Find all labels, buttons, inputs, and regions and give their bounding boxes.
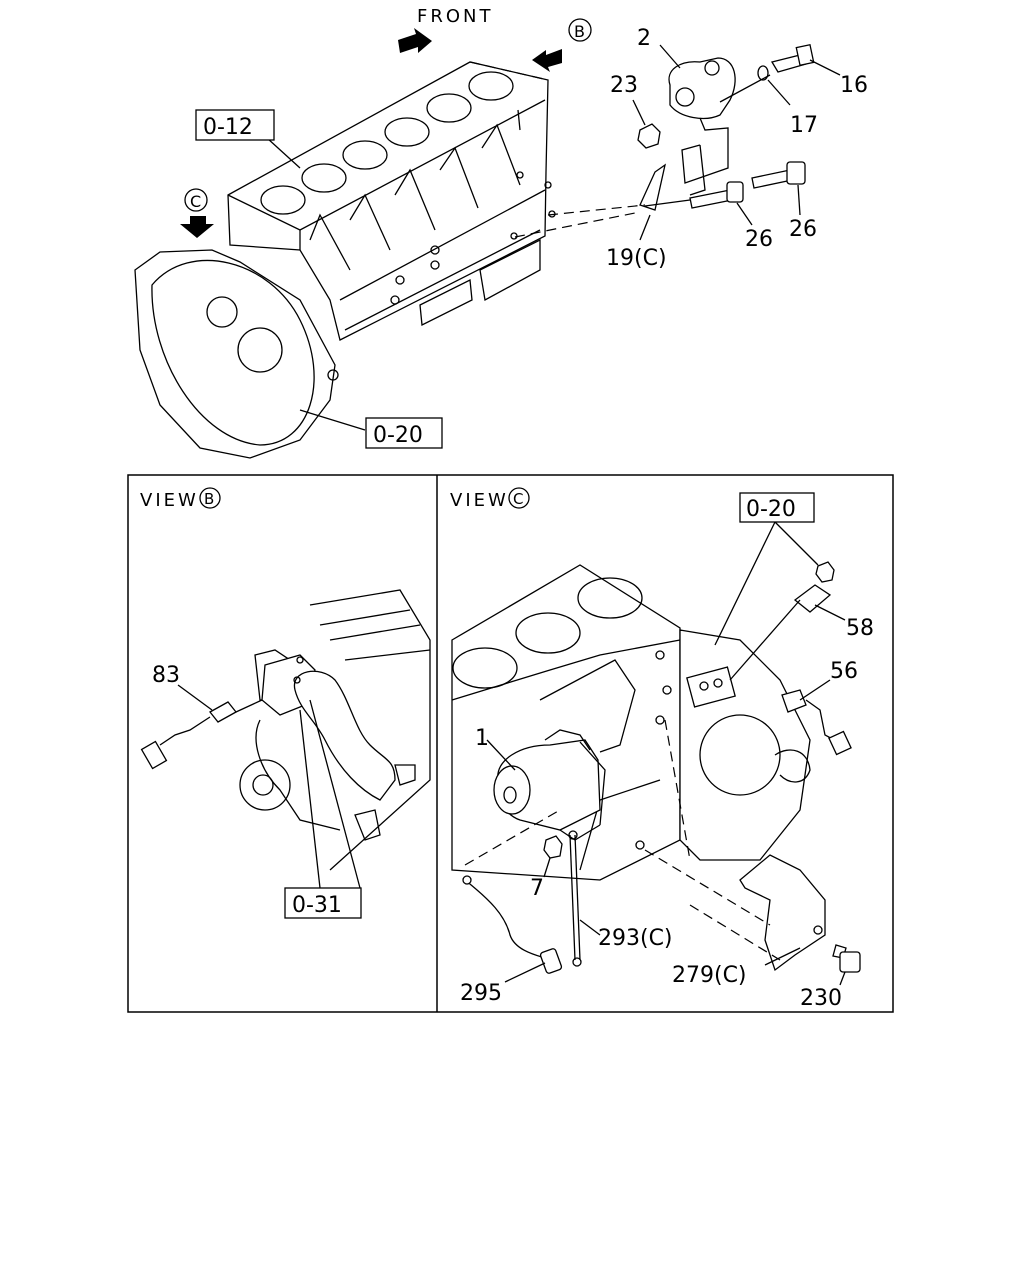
ref-box-block: 0-12	[195, 109, 275, 141]
view-c-panel: VIEW C	[450, 487, 874, 1011]
view-c-arrow-icon	[180, 216, 214, 238]
view-c-title-marker: C	[508, 487, 530, 509]
cable-295	[462, 875, 563, 974]
nut-7	[543, 835, 563, 859]
callout-26-upper: 26	[789, 217, 817, 242]
view-b-marker-letter: B	[574, 22, 585, 41]
view-b-arrow-icon	[532, 49, 562, 72]
ref-box-flywheel-housing-top: 0-20	[365, 417, 443, 449]
ref-box-flywheel-housing-c-text: 0-20	[746, 497, 796, 522]
nut-0-20	[815, 561, 835, 583]
view-c-marker: C	[184, 188, 208, 212]
ref-box-flywheel-housing-c: 0-20	[739, 492, 815, 523]
callout-279c: 279(C)	[672, 963, 747, 988]
bolt-16	[770, 43, 815, 73]
callout-19c: 19(C)	[606, 246, 667, 271]
callout-2: 2	[637, 26, 651, 51]
sensor-83	[140, 699, 263, 770]
view-b-title-marker-letter: B	[204, 490, 214, 508]
callout-295: 295	[460, 981, 502, 1006]
top-view: FRONT B C	[134, 6, 868, 459]
front-arrow-icon	[398, 28, 432, 53]
front-label: FRONT	[417, 6, 494, 27]
flywheel-housing	[134, 249, 339, 459]
callout-26-lower: 26	[745, 227, 773, 252]
view-b-marker: B	[568, 18, 592, 42]
callout-293c: 293(C)	[598, 926, 673, 951]
ground-cable-293	[568, 830, 582, 967]
ref-box-front-cover: 0-31	[284, 887, 362, 919]
bolt-26-upper	[751, 161, 806, 189]
flywheel-housing-rear	[679, 629, 811, 861]
view-c-title-marker-letter: C	[513, 490, 523, 508]
view-c-marker-letter: C	[190, 192, 201, 211]
view-b-panel: VIEW B	[140, 487, 431, 919]
ref-box-front-cover-text: 0-31	[292, 893, 342, 918]
front-cover-sketch	[239, 589, 431, 871]
bolt-230	[832, 944, 861, 973]
bracket-279	[739, 854, 826, 972]
view-b-title: VIEW	[140, 490, 199, 511]
clip-58	[793, 584, 832, 613]
callout-230: 230	[800, 986, 842, 1011]
bolt-26-lower	[689, 181, 744, 209]
view-c-title: VIEW	[450, 490, 509, 511]
callout-1: 1	[475, 726, 489, 751]
washer-17	[757, 65, 769, 81]
ref-box-block-text: 0-12	[203, 115, 253, 140]
callout-17: 17	[790, 113, 818, 138]
view-b-title-marker: B	[199, 487, 221, 509]
callout-83: 83	[152, 663, 180, 688]
engine-block-rear	[451, 564, 681, 881]
sensor-56	[781, 689, 852, 756]
ref-box-flywheel-housing-top-text: 0-20	[373, 423, 423, 448]
callout-56: 56	[830, 659, 858, 684]
callout-23: 23	[610, 73, 638, 98]
callout-58: 58	[846, 616, 874, 641]
engine-block	[227, 61, 556, 341]
callout-16: 16	[840, 73, 868, 98]
callout-7: 7	[530, 876, 544, 901]
detail-panels	[127, 474, 894, 1013]
nut-23	[637, 123, 661, 149]
